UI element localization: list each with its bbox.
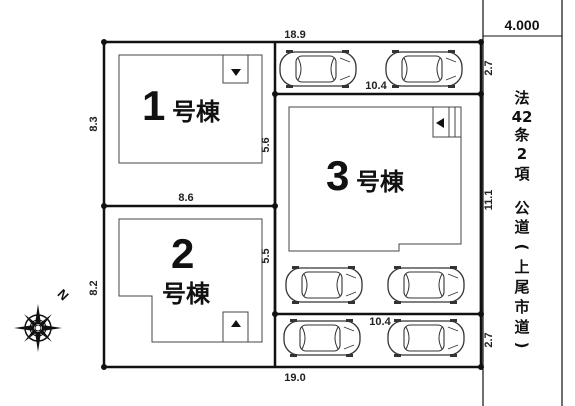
- lot3-number: 3: [326, 152, 349, 199]
- building-2-footprint: [118, 218, 263, 343]
- dim-lot3-right: 11.1: [483, 190, 495, 211]
- lot1-number: 1: [142, 82, 165, 129]
- road-label-char: 42: [512, 108, 533, 126]
- road-label-char: 道: [514, 318, 529, 336]
- parking-car: [283, 318, 361, 358]
- parking-car: [387, 265, 465, 305]
- dim-parking-bottom: 2.7: [483, 332, 495, 347]
- parking-car: [279, 49, 357, 89]
- road-label: 法 42 条 2 項 公 道 ( 上 尾 市 道 ): [512, 89, 533, 348]
- road-label-char: 項: [514, 165, 530, 183]
- road-label-char: 上: [514, 258, 529, 276]
- dim-lot2-right: 5.5: [260, 248, 272, 263]
- dim-lot2-left: 8.2: [88, 280, 100, 295]
- compass-rose-icon: N: [14, 286, 72, 352]
- dim-lot3-bottom: 10.4: [369, 316, 391, 328]
- building-2-entrance-marker: [231, 320, 241, 327]
- compass-north-label: N: [55, 286, 72, 303]
- building-3-entrance: [432, 106, 462, 138]
- road-label-char: 条: [513, 126, 530, 144]
- building-1-entrance-marker: [231, 69, 241, 76]
- dim-top: 18.9: [284, 29, 305, 41]
- road-label-char: 市: [514, 298, 529, 316]
- dim-lot1-2-divider: 8.6: [178, 192, 193, 204]
- dim-lot3-top: 10.4: [365, 80, 387, 92]
- lot3-suffix: 号棟: [356, 169, 405, 196]
- road-label-char: 尾: [514, 278, 529, 296]
- parking-car: [385, 49, 463, 89]
- dim-lot1-left: 8.3: [88, 116, 100, 131]
- road-label-char: 法: [514, 89, 529, 107]
- parking-car: [285, 265, 363, 305]
- road-label-char: 公: [514, 199, 529, 217]
- road-label-char: 2: [517, 145, 527, 163]
- dim-parking-top: 2.7: [483, 60, 495, 75]
- lot2-suffix: 号棟: [162, 281, 211, 308]
- lot1-suffix: 号棟: [172, 99, 221, 126]
- dim-bottom: 19.0: [284, 372, 305, 384]
- road-label-char: 道: [514, 218, 529, 236]
- boundary-corners: [101, 39, 484, 370]
- parking-car: [387, 318, 465, 358]
- dim-lot1-right: 5.6: [260, 137, 272, 152]
- lot2-number: 2: [171, 230, 194, 277]
- road-label-char: (: [513, 244, 531, 251]
- road-label-char: ): [513, 342, 531, 349]
- road-width-label: 4.000: [504, 17, 539, 33]
- building-3-entrance-marker: [436, 118, 444, 128]
- building-2-entrance: [222, 311, 249, 343]
